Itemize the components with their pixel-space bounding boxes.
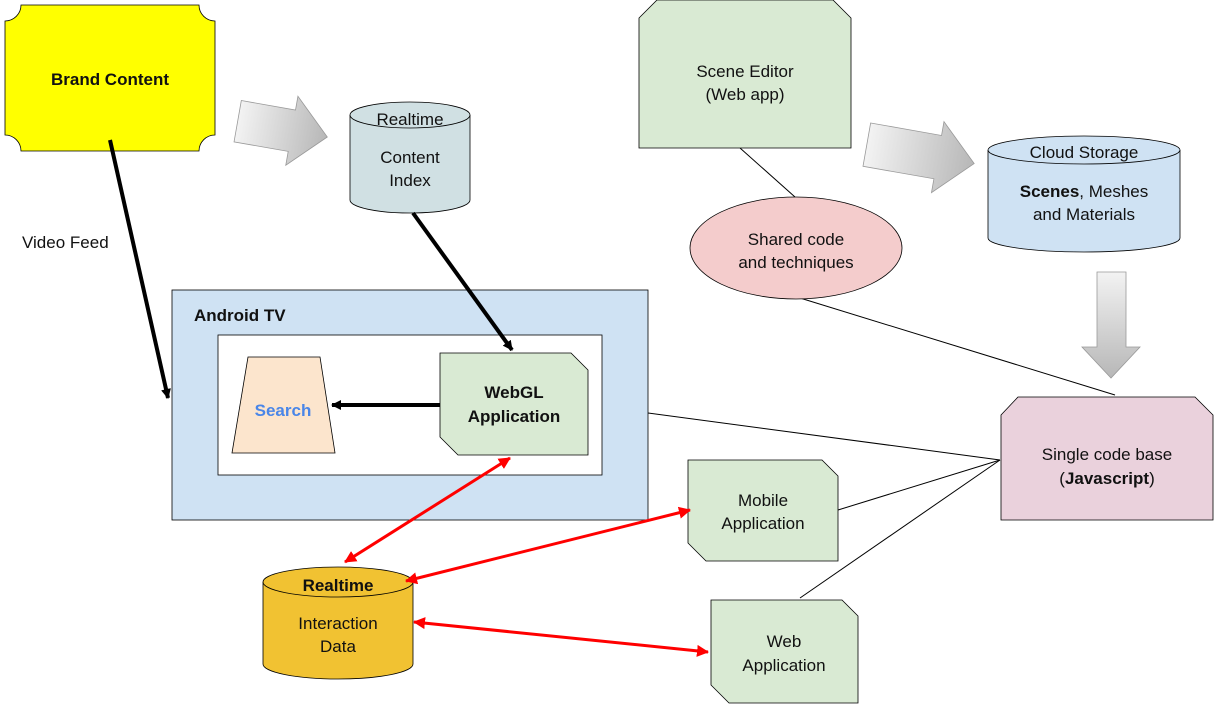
index-to-webgl-arrow xyxy=(411,211,514,352)
webgl-app-line2: Application xyxy=(468,407,561,426)
mobile-app-node xyxy=(687,459,839,562)
shared-code-node xyxy=(689,196,903,300)
android-tv-label: Android TV xyxy=(194,306,286,325)
interaction-data-line3: Data xyxy=(320,637,356,656)
gray-arrow-storage-to-codebase xyxy=(1081,271,1141,379)
mobile-app-line2: Application xyxy=(721,514,804,533)
video-feed-arrow xyxy=(108,139,171,399)
scene-editor-line2: (Web app) xyxy=(705,85,784,104)
gray-arrow-editor-to-storage xyxy=(862,120,975,194)
content-index-line1: Realtime xyxy=(376,110,443,129)
webgl-app-line1: WebGL xyxy=(484,383,543,402)
cloud-storage-node xyxy=(987,135,1181,253)
cloud-storage-line3: and Materials xyxy=(1033,205,1135,224)
brand-content-node xyxy=(4,4,216,152)
scene-editor-line1: Scene Editor xyxy=(696,62,794,81)
shared-code-line1: Shared code xyxy=(748,230,844,249)
mobile-app-line1: Mobile xyxy=(738,491,788,510)
search-node xyxy=(231,356,336,454)
red-sync-arrows xyxy=(344,456,709,657)
single-code-base-line2: (Javascript) xyxy=(1059,469,1154,488)
search-label: Search xyxy=(255,401,312,420)
web-app-line1: Web xyxy=(767,632,802,651)
content-index-line2: Content xyxy=(380,148,440,167)
content-index-node xyxy=(349,101,471,214)
cloud-storage-line2: Scenes, Meshes xyxy=(1020,182,1149,201)
cloud-storage-line1: Cloud Storage xyxy=(1030,143,1139,162)
interaction-data-line1: Realtime xyxy=(303,576,374,595)
gray-arrow-brand-to-index xyxy=(233,95,328,167)
webgl-app-node xyxy=(439,352,589,456)
content-index-line3: Index xyxy=(389,171,431,190)
shared-code-connectors xyxy=(587,147,1116,599)
interaction-data-node xyxy=(262,566,414,680)
web-app-line2: Application xyxy=(742,656,825,675)
single-code-base-line1: Single code base xyxy=(1042,445,1172,464)
interaction-data-line2: Interaction xyxy=(298,614,377,633)
interaction-mobile-arrow xyxy=(405,506,691,585)
shared-code-line2: and techniques xyxy=(738,253,853,272)
web-app-node xyxy=(710,599,859,704)
single-code-base-node xyxy=(1000,396,1214,521)
video-feed-label: Video Feed xyxy=(22,233,109,252)
brand-content-label: Brand Content xyxy=(51,70,169,89)
interaction-web-arrow xyxy=(413,617,709,657)
scene-editor-node xyxy=(638,0,852,149)
